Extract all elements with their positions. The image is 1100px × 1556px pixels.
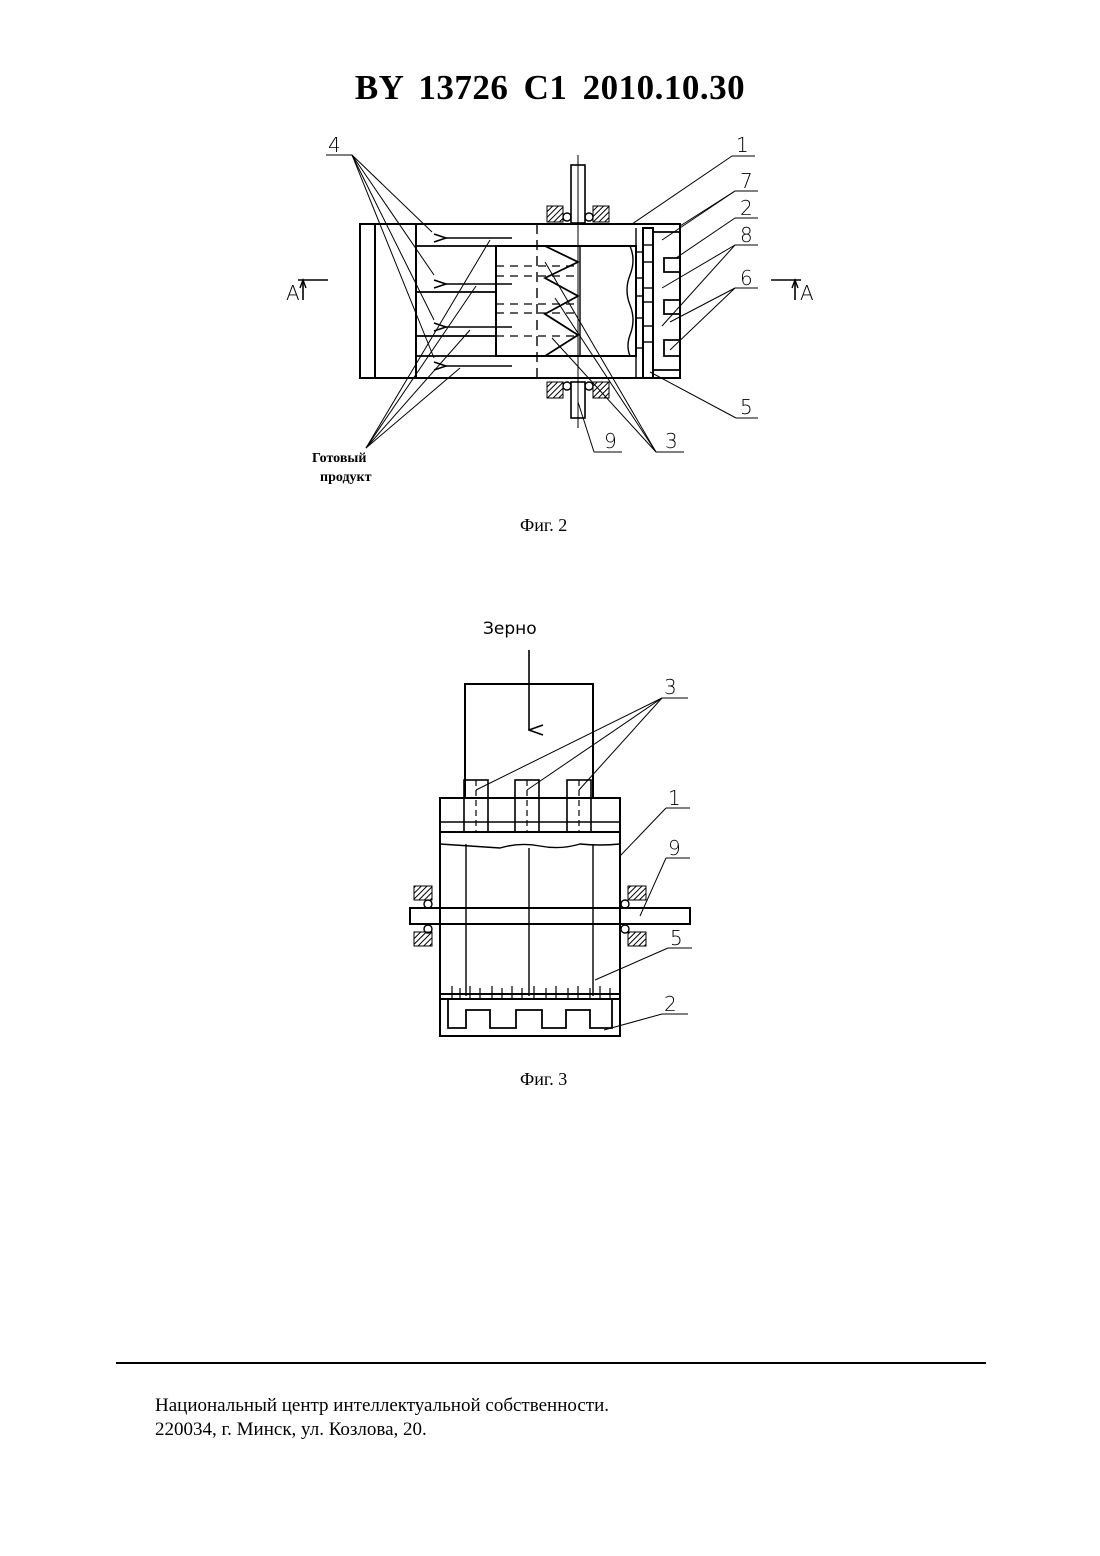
label-6: 6: [740, 266, 753, 290]
bearing-top-right: [593, 206, 609, 222]
feed-block: [440, 798, 620, 832]
label-8: 8: [740, 223, 753, 247]
product-label-line2: продукт: [320, 470, 372, 485]
bearing-bottom-left: [547, 382, 563, 398]
label-2: 2: [740, 196, 753, 220]
bearing-left-bottom: [414, 932, 432, 946]
figure-3-caption: Фиг. 3: [520, 1069, 567, 1089]
housing-outline: [360, 224, 680, 378]
rotor-block: [496, 246, 636, 356]
bearing-left-top: [414, 886, 432, 900]
bearing-top-left: [547, 206, 563, 222]
section-mark-right: A: [800, 281, 814, 305]
comb-plate-2: [448, 999, 612, 1028]
label-1: 1: [668, 786, 681, 810]
figure-2: 4 1 7 2 8 6 5 9 3 A A Готовый продукт Фи…: [286, 133, 814, 535]
label-5: 5: [740, 395, 753, 419]
product-label-line1: Готовый: [312, 451, 366, 466]
shaft: [410, 908, 690, 924]
label-7: 7: [740, 169, 753, 193]
label-9: 9: [604, 429, 617, 453]
footer-line-2: 220034, г. Минск, ул. Козлова, 20.: [155, 1418, 609, 1442]
footer-line-1: Национальный центр интеллектуальной собс…: [155, 1394, 609, 1418]
label-2: 2: [664, 992, 677, 1016]
label-4: 4: [328, 133, 341, 157]
label-3: 3: [665, 429, 678, 453]
comb-plate: [653, 232, 680, 370]
section-mark-left: A: [286, 281, 300, 305]
bearing-bottom-right: [593, 382, 609, 398]
label-9: 9: [668, 836, 681, 860]
label-1: 1: [736, 133, 749, 157]
figure-2-caption: Фиг. 2: [520, 515, 567, 535]
footer: Национальный центр интеллектуальной собс…: [155, 1394, 609, 1442]
bearing-right-bottom: [628, 932, 646, 946]
footer-divider: [116, 1362, 986, 1364]
label-5: 5: [670, 926, 683, 950]
label-3: 3: [664, 675, 677, 699]
bearing-right-top: [628, 886, 646, 900]
grain-label: Зерно: [483, 619, 537, 639]
grate: [643, 228, 653, 378]
knives: [545, 246, 578, 356]
figure-3: Зерно: [410, 619, 692, 1089]
